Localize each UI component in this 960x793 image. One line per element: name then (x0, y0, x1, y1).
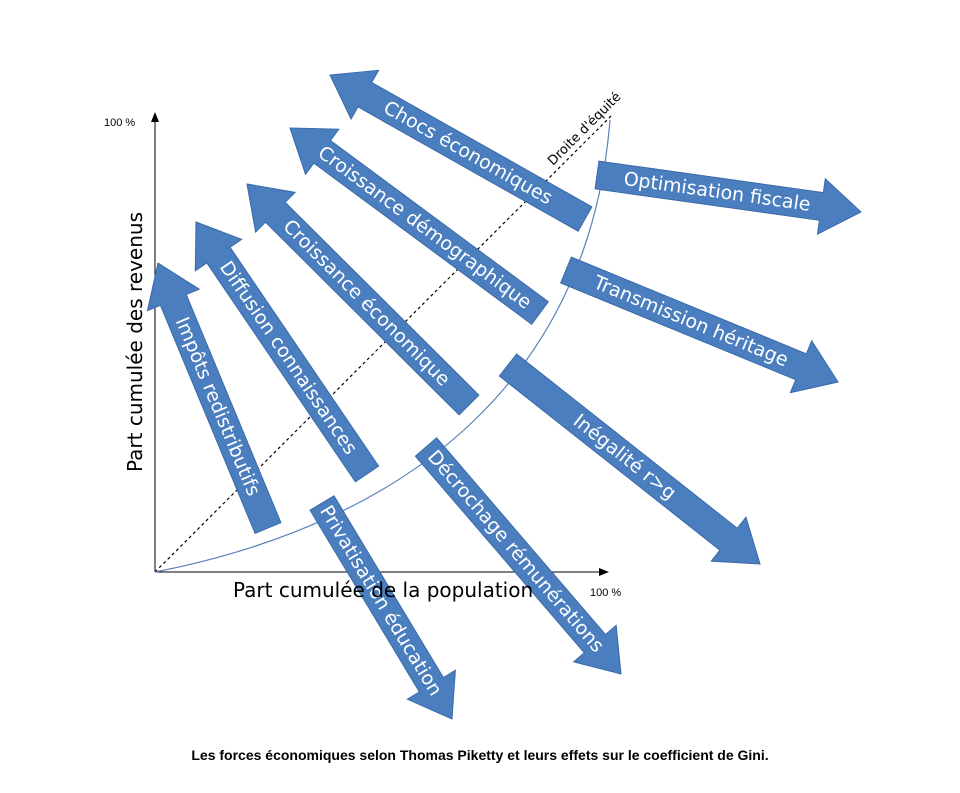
arrow-toward-inequality-2-label: Transmission héritage (589, 271, 791, 371)
lorenz-curve (154, 119, 611, 573)
arrow-toward-inequality-3: Inégalité r>g (498, 353, 761, 565)
arrow-toward-equality-1: Impôts redistributifs (146, 262, 282, 535)
arrow-toward-equality-1-label: Impôts redistributifs (171, 314, 265, 499)
arrow-toward-inequality-4-shape (414, 437, 622, 675)
arrow-toward-inequality-1-label: Optimisation fiscale (622, 168, 812, 216)
figure-caption: Les forces économiques selon Thomas Pike… (191, 747, 769, 763)
arrow-toward-inequality-2-shape (560, 256, 839, 394)
arrow-toward-equality-3-shape (246, 183, 480, 416)
x-axis-title: Part cumulée de la population (233, 578, 533, 602)
y-axis-title: Part cumulée des revenus (123, 212, 147, 472)
arrow-toward-equality-5-label: Chocs économiques (380, 97, 556, 210)
arrow-toward-equality-4-shape (289, 127, 550, 325)
arrow-toward-inequality-1-shape (594, 160, 862, 236)
arrow-toward-equality-4: Croissance démographique (289, 127, 550, 325)
arrow-toward-inequality-1: Optimisation fiscale (594, 160, 862, 236)
arrow-toward-equality-1-shape (146, 262, 282, 535)
y-axis-arrowhead (151, 112, 159, 122)
arrow-toward-inequality-4: Décrochage rémunérations (414, 437, 622, 675)
arrow-toward-inequality-4-label: Décrochage rémunérations (423, 446, 608, 657)
equity-line-label: Droite d'équité (545, 90, 624, 169)
arrow-toward-equality-5-shape (329, 69, 593, 232)
arrow-toward-equality-2-shape (194, 221, 380, 483)
arrow-toward-inequality-5-shape (309, 495, 456, 720)
y-axis-max-label: 100 % (104, 117, 135, 129)
arrow-toward-inequality-5: Privatisation éducation (309, 495, 456, 720)
arrow-toward-inequality-3-label: Inégalité r>g (569, 410, 680, 504)
x-axis-arrowhead (599, 568, 609, 576)
x-axis-max-label: 100 % (590, 587, 621, 599)
arrow-toward-inequality-2: Transmission héritage (560, 256, 839, 394)
arrow-toward-equality-3: Croissance économique (246, 183, 480, 416)
arrow-toward-inequality-3-shape (498, 353, 761, 565)
